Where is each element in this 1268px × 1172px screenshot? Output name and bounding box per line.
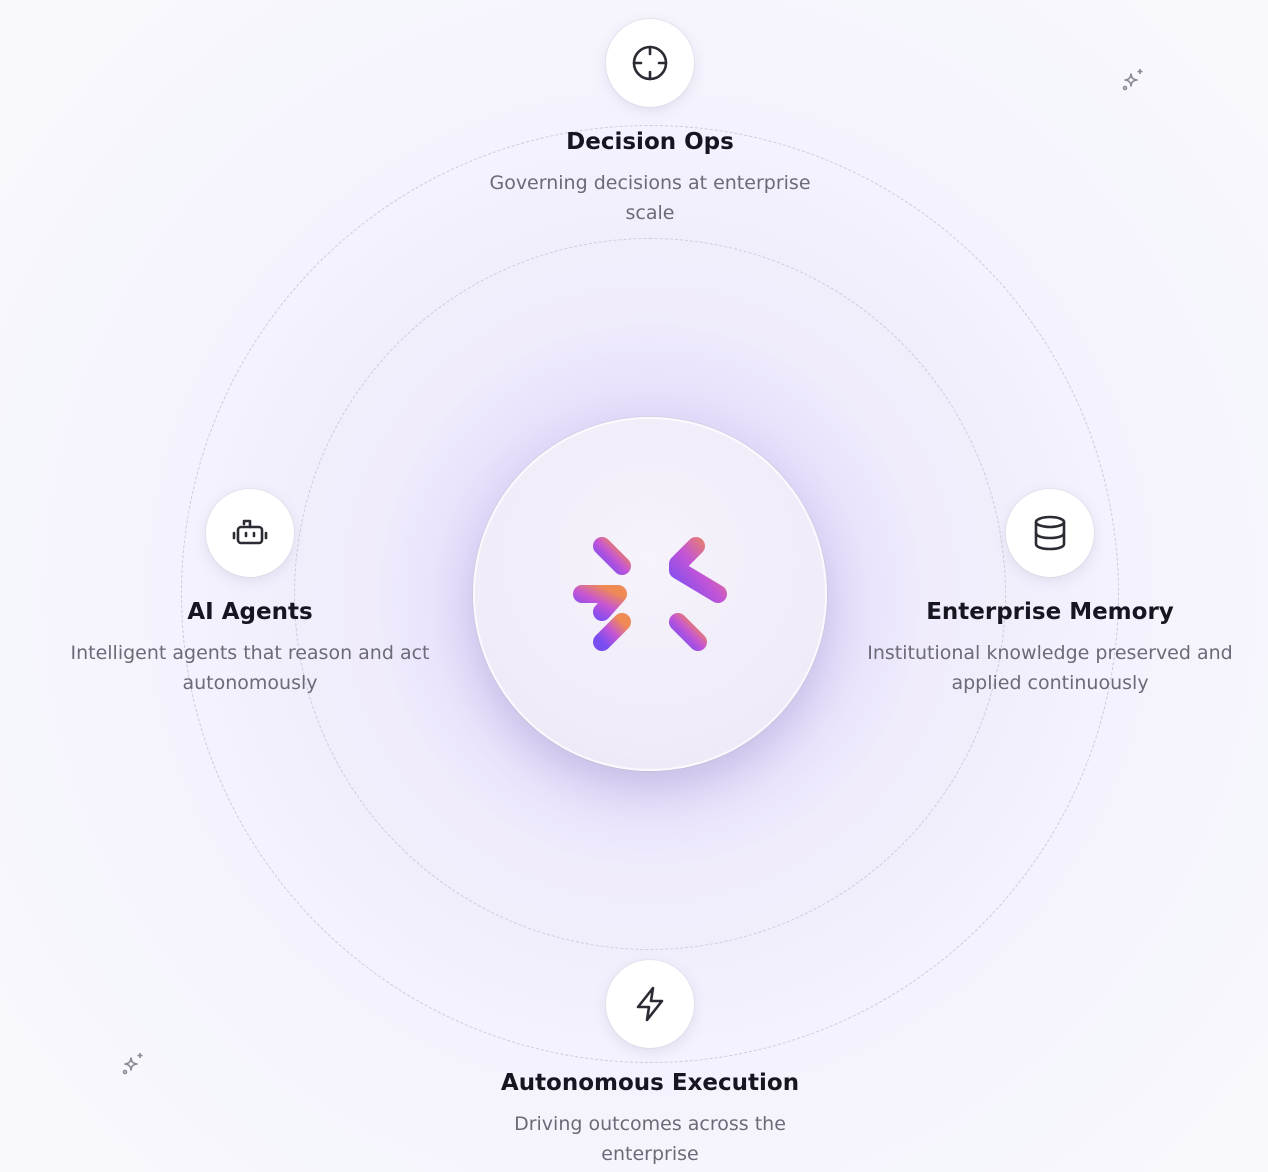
enterprise-memory-description: Institutional knowledge preserved and ap… [867, 642, 1233, 694]
ai-agents-title: AI Agents [187, 599, 313, 625]
decision-ops-title: Decision Ops [566, 129, 734, 155]
inner-orbit-ring [294, 238, 1006, 950]
robot-icon [232, 519, 268, 545]
sparkle-icon [122, 1053, 143, 1075]
autonomous-execution-description: Driving outcomes across the enterprise [514, 1113, 786, 1165]
center-core [473, 417, 827, 771]
outer-orbit-ring [181, 125, 1119, 1063]
decision-ops-label: Decision Ops Governing decisions at ente… [460, 128, 840, 228]
brand-burst-logo-icon [573, 517, 727, 671]
database-icon [1034, 515, 1066, 551]
ai-agents-icon-badge [206, 489, 294, 577]
enterprise-memory-icon-badge [1006, 489, 1094, 577]
lightning-bolt-icon [636, 986, 664, 1022]
decision-ops-icon-badge [606, 19, 694, 107]
autonomous-execution-icon-badge [606, 960, 694, 1048]
autonomous-execution-label: Autonomous Execution Driving outcomes ac… [460, 1069, 840, 1169]
decision-ops-description: Governing decisions at enterprise scale [489, 172, 811, 224]
ai-agents-description: Intelligent agents that reason and act a… [70, 642, 430, 694]
sparkle-icon [1122, 69, 1143, 91]
crosshair-icon [632, 45, 668, 81]
enterprise-memory-label: Enterprise Memory Institutional knowledg… [860, 598, 1240, 698]
autonomous-execution-title: Autonomous Execution [500, 1070, 800, 1096]
ai-agents-label: AI Agents Intelligent agents that reason… [60, 598, 440, 698]
enterprise-memory-title: Enterprise Memory [926, 599, 1174, 625]
